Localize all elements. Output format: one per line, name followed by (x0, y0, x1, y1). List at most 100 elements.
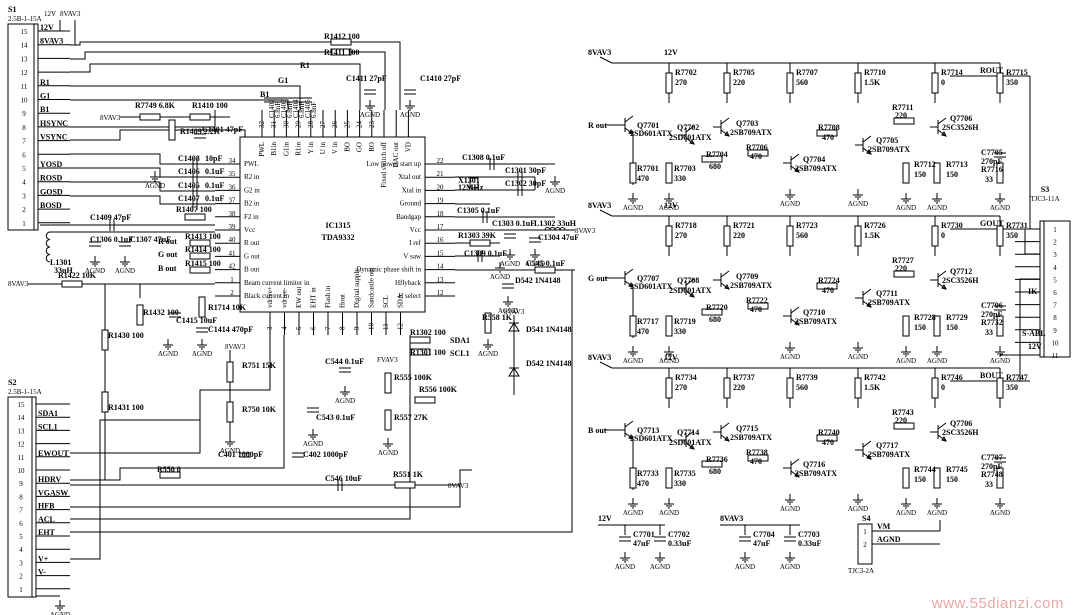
component-label: 150 (914, 170, 926, 179)
component-label: Q7713 (637, 426, 659, 435)
component-label: 270 (675, 78, 687, 87)
s1-pin-number: 9 (22, 110, 26, 118)
component-label: R7749 6.8K (135, 101, 176, 110)
component-label: 0.1uF (205, 167, 224, 176)
driver-transistor (862, 452, 872, 460)
wire (599, 209, 613, 217)
ic-pin-number: 30 (282, 121, 290, 129)
ic-pin-label: G out (244, 252, 260, 260)
component-label: Q7704 (803, 155, 825, 164)
ground-label: AGND (50, 611, 70, 615)
component-label: 2SB709ATX (795, 317, 837, 326)
channel-output-label: GOUT (980, 219, 1004, 228)
component-label: 150 (946, 170, 958, 179)
ic-pin-label: H select (398, 292, 421, 300)
component-label: R7717 (637, 317, 659, 326)
s2-pin-signal: V+ (38, 554, 49, 563)
component-label: C1308 0.1uF (462, 153, 505, 162)
component-label: 470 (750, 305, 762, 314)
mid-transistor (790, 318, 800, 326)
ground-label: AGND (545, 187, 565, 195)
component-label: 0.1uF (205, 181, 224, 190)
resistor (996, 467, 1004, 489)
component-label: 470 (822, 438, 834, 447)
resistor (384, 372, 392, 394)
s1-pin-signal: VSYNC (40, 133, 68, 142)
resistor (409, 336, 431, 344)
ic-pin-label: Dynamic phase shift in (356, 266, 421, 274)
resistor (139, 113, 161, 121)
component-label: 33uH (54, 266, 73, 275)
component-label: R7734 (675, 373, 697, 382)
component-label: C7706 (981, 301, 1003, 310)
mid-transistor (790, 470, 800, 478)
component-label: C1307 47uF (130, 235, 171, 244)
component-label: 0.33uF (798, 539, 821, 548)
output-transistor (937, 117, 947, 125)
component-label: Q7710 (803, 308, 825, 317)
ic-pin-label: V in (331, 142, 339, 155)
driver-transistor (862, 440, 872, 448)
resistor (701, 155, 723, 163)
component-label: R7702 (675, 68, 697, 77)
component-label: Q7712 (950, 267, 972, 276)
component-label: R7706 (746, 143, 768, 152)
r1-bus (70, 41, 401, 110)
ic-pin-number: 1 (230, 276, 234, 284)
driver-transistor (866, 454, 872, 460)
ic-pin-number: 29 (295, 121, 303, 129)
output-transistor (941, 284, 947, 290)
resistor (189, 252, 211, 260)
ground-label: AGND (650, 563, 670, 571)
resistor (786, 377, 794, 399)
component-label: 6.8nF (274, 102, 282, 118)
component-label: 1.5K (864, 231, 881, 240)
s2-pin-number: 7 (19, 507, 23, 515)
ground-label: AGND (848, 505, 868, 513)
component-label: R1302 100 (410, 328, 446, 337)
wire (70, 335, 285, 481)
ic-pin-number: 8 (339, 326, 347, 330)
net-label: 12V (664, 353, 678, 362)
component-label: R7729 (946, 313, 968, 322)
component-label: R7730 (941, 221, 963, 230)
component-label: R1410 100 (192, 101, 228, 110)
ic-pin-label: GO (356, 142, 364, 152)
resistor (226, 361, 234, 383)
component-label: Q7705 (876, 136, 898, 145)
net-label: 8VAV3 (575, 227, 596, 235)
ic-pin-number: 22 (437, 157, 445, 165)
net-label: 12V (664, 201, 678, 210)
component-label: C1305 0.1uF (457, 206, 500, 215)
component-layer (7, 23, 1071, 611)
component-label: 470 (750, 457, 762, 466)
component-label: R1411 100 (324, 48, 359, 57)
ground-label: AGND (400, 111, 420, 119)
component-label: R7711 (892, 103, 913, 112)
ic-pin-label: I ref (409, 239, 422, 247)
crystal (469, 177, 479, 189)
ground-label: AGND (848, 200, 868, 208)
component-label: Q7701 (637, 121, 659, 130)
ground-label: AGND (659, 204, 679, 212)
component-label: R7710 (864, 68, 886, 77)
component-label: Q7702 (677, 123, 699, 132)
ic-pin-label: vdrive- (281, 287, 289, 308)
resistor (854, 72, 862, 94)
net-label: 8VAV3 (8, 280, 29, 288)
component-label: D541 1N4148 (526, 325, 572, 334)
component-label: C402 1000pF (303, 450, 348, 459)
ic-pin-label: U in (319, 142, 327, 155)
ic-pin-number: 15 (437, 249, 445, 257)
s1-pin-number: 10 (21, 97, 29, 105)
component-label: 10pF (205, 154, 222, 163)
wire (70, 335, 411, 520)
s1-pin-number: 2 (22, 206, 26, 214)
s3-pin-signal: 12V (1028, 342, 1042, 351)
component-label: R7742 (864, 373, 886, 382)
component-label: 0 (941, 78, 945, 87)
ic-pin-number: 41 (229, 249, 237, 257)
component-label: R7724 (818, 276, 840, 285)
